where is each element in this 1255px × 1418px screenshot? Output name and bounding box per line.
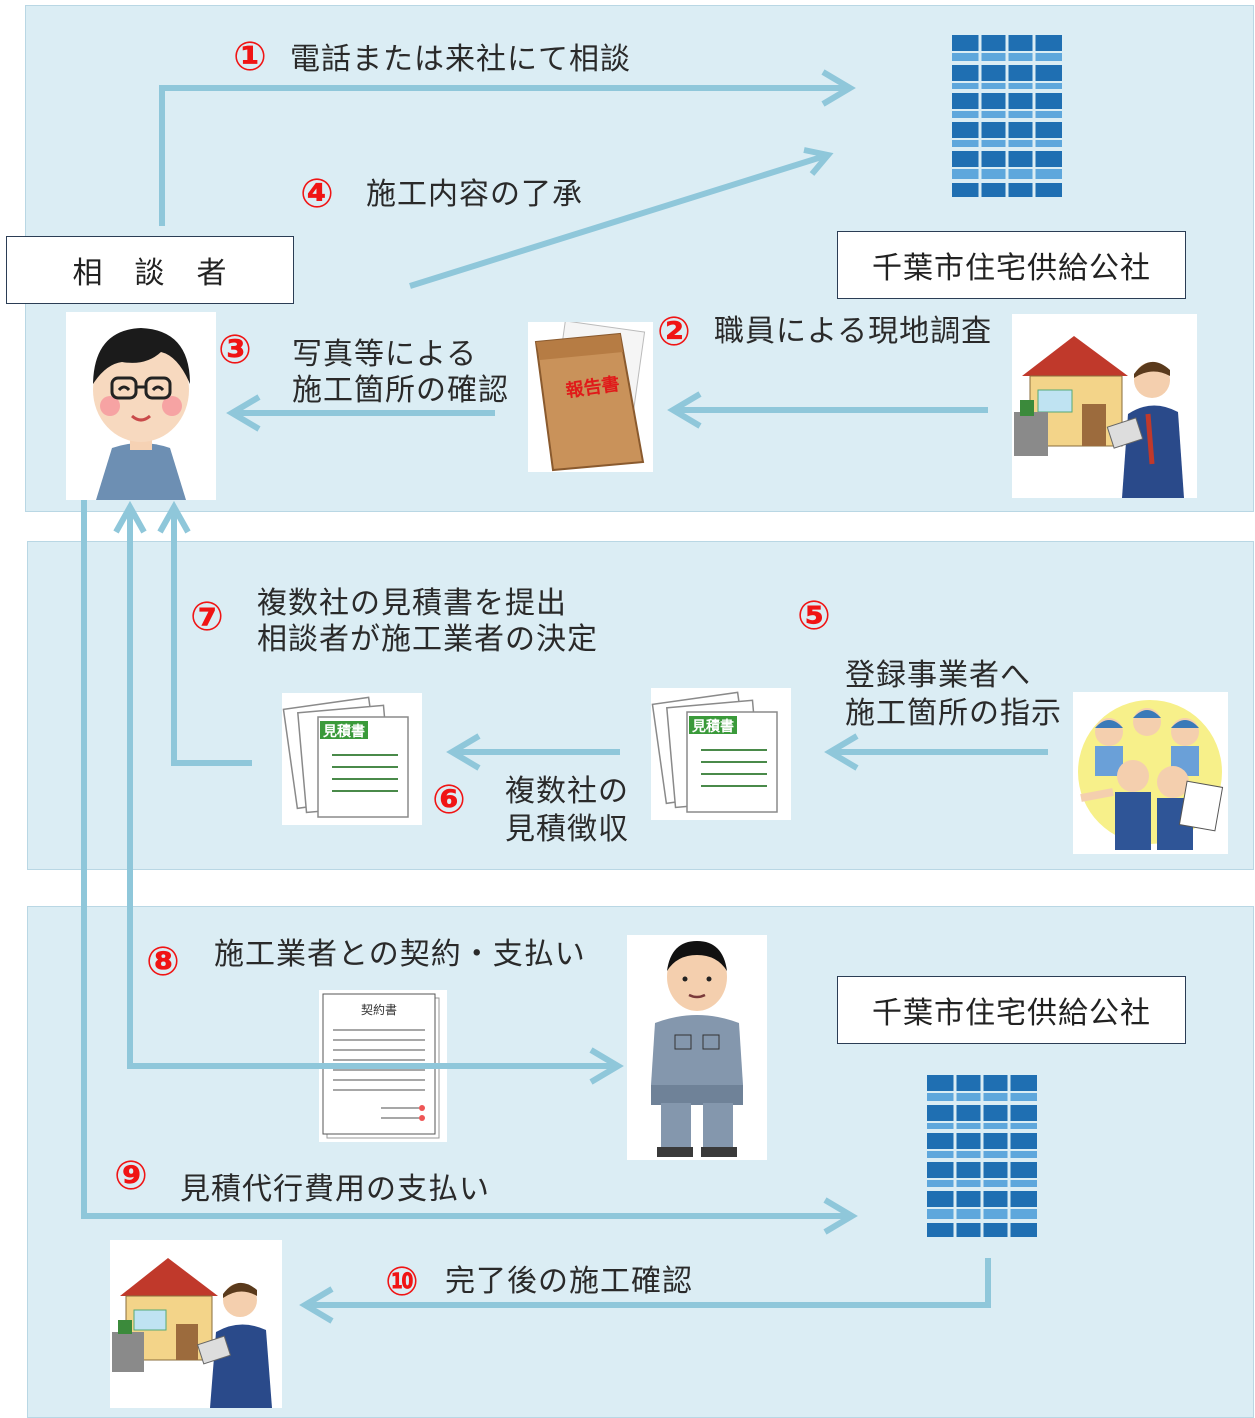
estimate-title-1: 見積書 — [322, 723, 365, 740]
step8-text: 施工業者との契約・支払い — [214, 937, 586, 972]
step7-text-line1: 複数社の見積書を提出 — [257, 586, 567, 621]
step4-number: ④ — [300, 171, 334, 217]
estimate-documents-icon-2: 見積書 — [651, 688, 791, 820]
step5-number: ⑤ — [797, 593, 831, 639]
step2-number: ② — [657, 309, 691, 355]
company-building-icon — [952, 35, 1062, 200]
step5-text-line1: 登録事業者へ — [845, 658, 1031, 693]
step10-number: ⑩ — [385, 1259, 419, 1305]
step3-text-line2: 施工箇所の確認 — [292, 373, 509, 408]
step9-number: ⑨ — [114, 1153, 148, 1199]
step7-number: ⑦ — [190, 594, 224, 640]
step5-text-line2: 施工箇所の指示 — [845, 696, 1062, 731]
contractor-worker-icon — [627, 935, 767, 1160]
step6-text-line1: 複数社の — [505, 774, 629, 809]
step3-text-line1: 写真等による — [292, 337, 478, 372]
estimate-documents-icon: 見積書 — [282, 693, 422, 825]
step1-text: 電話または来社にて相談 — [290, 42, 631, 77]
step2-text: 職員による現地調査 — [714, 314, 993, 349]
step9-text: 見積代行費用の支払い — [180, 1172, 490, 1207]
company-label-bottom: 千葉市住宅供給公社 — [837, 976, 1186, 1044]
step1-number: ① — [233, 34, 267, 80]
company-building-icon-bottom — [927, 1075, 1037, 1240]
registered-contractors-icon — [1073, 692, 1228, 854]
contract-document-icon: 契約書 — [319, 990, 447, 1142]
contract-title: 契約書 — [361, 1002, 397, 1017]
step6-text-line2: 見積徴収 — [505, 812, 629, 847]
consultant-person-icon — [66, 312, 216, 500]
consultant-label: 相 談 者 — [6, 236, 294, 304]
site-inspection-icon — [1012, 314, 1197, 498]
panel-estimates — [27, 541, 1254, 870]
completion-inspection-icon — [110, 1240, 282, 1408]
step3-number: ③ — [218, 327, 252, 373]
step8-number: ⑧ — [146, 939, 180, 985]
report-envelope-icon: 報告書 — [528, 322, 653, 472]
company-label-top: 千葉市住宅供給公社 — [837, 231, 1186, 299]
step4-text: 施工内容の了承 — [366, 177, 583, 212]
step7-text-line2: 相談者が施工業者の決定 — [257, 622, 598, 657]
step6-number: ⑥ — [432, 777, 466, 823]
estimate-title-2: 見積書 — [691, 718, 734, 735]
step10-text: 完了後の施工確認 — [445, 1264, 693, 1299]
